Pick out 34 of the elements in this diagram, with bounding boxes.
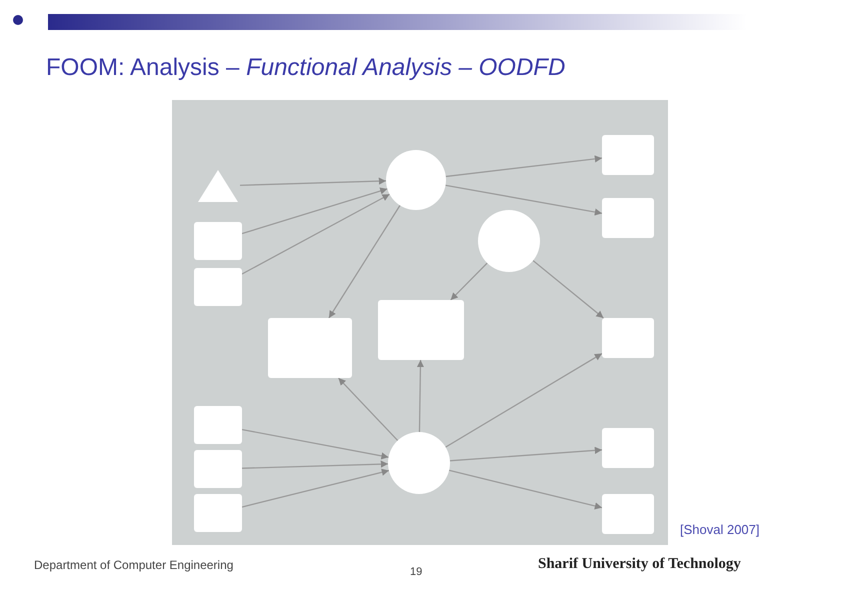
entity-box <box>378 300 464 360</box>
entity-box <box>602 318 654 358</box>
arrow <box>445 353 602 448</box>
arrow <box>445 184 602 216</box>
entity-box <box>194 406 242 444</box>
external-triangle <box>196 168 240 204</box>
arrow <box>338 378 398 441</box>
arrow <box>416 360 424 432</box>
footer-text: Department of Computer Engineering <box>34 558 234 572</box>
citation: [Shoval 2007] <box>680 522 760 537</box>
arrow <box>450 446 602 462</box>
arrow <box>242 460 388 469</box>
arrow <box>242 468 390 508</box>
entity-box <box>194 450 242 488</box>
footer-text: Sharif University of Technology <box>538 556 741 573</box>
arrow <box>242 428 389 460</box>
arrow <box>532 260 604 318</box>
entity-box <box>194 268 242 306</box>
arrow <box>328 205 400 318</box>
entity-box <box>194 222 242 260</box>
entity-box <box>602 198 654 238</box>
arrow <box>242 194 390 275</box>
arrow <box>240 178 386 186</box>
entity-box <box>194 494 242 532</box>
slide-title: FOOM: Analysis – Functional Analysis – OODFD <box>46 54 566 82</box>
entity-box <box>602 428 654 468</box>
entity-box <box>602 494 654 534</box>
entity-box <box>602 135 654 175</box>
arrow <box>450 262 488 300</box>
page-number: 19 <box>410 566 422 578</box>
entity-box <box>268 318 352 378</box>
arrow <box>242 188 388 234</box>
arrow <box>448 470 602 510</box>
arrow <box>446 155 602 178</box>
